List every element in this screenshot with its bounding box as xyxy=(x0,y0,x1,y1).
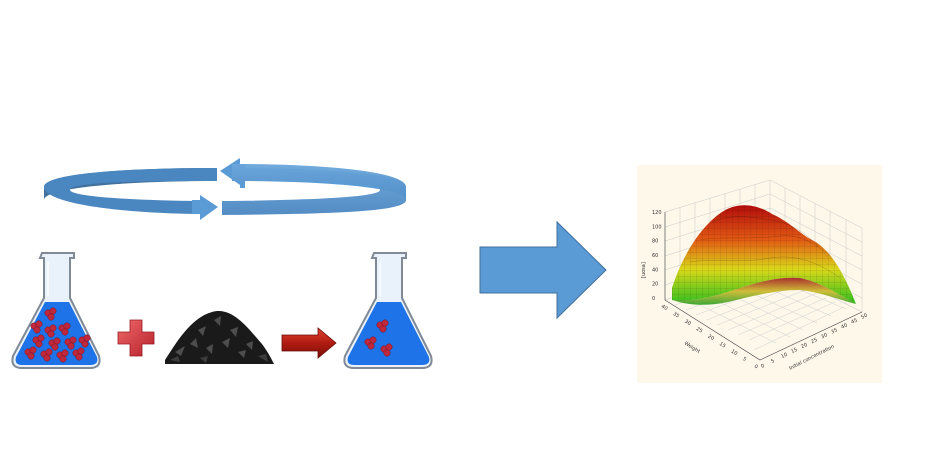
molecule-icon xyxy=(364,336,377,350)
molecule-icon xyxy=(40,348,53,362)
erlenmeyer-flask-after xyxy=(343,252,433,369)
plot-axes xyxy=(664,212,863,361)
molecule-icon xyxy=(24,346,37,360)
y-tick-label: 5 xyxy=(741,356,747,363)
response-surface xyxy=(672,205,856,305)
y-tick-label: 15 xyxy=(718,341,727,349)
molecule-icon xyxy=(58,322,71,336)
z-tick-label: 80 xyxy=(652,239,658,245)
circular-arrow-icon xyxy=(44,158,406,220)
y-tick-label: 25 xyxy=(695,326,704,334)
y-tick-label: 35 xyxy=(672,311,681,319)
molecule-icon xyxy=(32,334,45,348)
x-tick-label: 30 xyxy=(820,332,828,340)
molecule-icon xyxy=(44,324,57,338)
erlenmeyer-flask-before xyxy=(11,252,101,369)
y-tick-label: 20 xyxy=(706,334,715,342)
z-axis-title: [uosa] xyxy=(641,262,647,278)
z-tick-label: 0 xyxy=(652,296,655,302)
molecule-icon xyxy=(380,343,393,357)
x-tick-label: 10 xyxy=(780,352,788,360)
flask-solution xyxy=(347,302,430,365)
activated-carbon-pile-icon xyxy=(165,310,274,364)
y-tick-label: 10 xyxy=(730,349,739,357)
z-tick-label: 60 xyxy=(652,253,658,259)
x-tick-label: 20 xyxy=(800,342,808,350)
x-tick-label: 15 xyxy=(790,347,798,355)
x-tick-label: 35 xyxy=(830,327,838,335)
molecule-icon xyxy=(48,337,61,351)
x-tick-label: 5 xyxy=(770,358,776,365)
x-tick-label: 40 xyxy=(840,322,848,330)
molecules-before xyxy=(24,307,91,363)
right-arrow-icon xyxy=(281,327,337,359)
molecule-icon xyxy=(78,334,91,348)
x-tick-label: 0 xyxy=(760,363,766,370)
x-tick-label: 25 xyxy=(810,337,818,345)
y-tick-label: 30 xyxy=(683,319,692,327)
molecule-icon xyxy=(376,319,389,333)
x-tick-label: 45 xyxy=(850,317,858,325)
molecule-icon xyxy=(56,349,69,363)
z-tick-label: 120 xyxy=(652,210,662,216)
y-tick-label: 0 xyxy=(753,364,759,371)
molecule-icon xyxy=(30,320,43,334)
y-tick-label: 40 xyxy=(660,304,669,312)
plus-icon xyxy=(117,319,155,357)
z-tick-label: 40 xyxy=(652,267,658,273)
molecule-icon xyxy=(72,347,85,361)
molecules-after xyxy=(364,319,393,357)
x-tick-label: 50 xyxy=(860,313,868,321)
molecule-icon xyxy=(44,307,57,321)
z-axis-ticks: 120 100 80 60 40 20 0 xyxy=(652,210,662,302)
z-tick-label: 20 xyxy=(652,282,658,288)
block-arrow-right-icon xyxy=(479,220,607,320)
z-tick-label: 100 xyxy=(652,224,662,230)
molecule-icon xyxy=(64,336,77,350)
